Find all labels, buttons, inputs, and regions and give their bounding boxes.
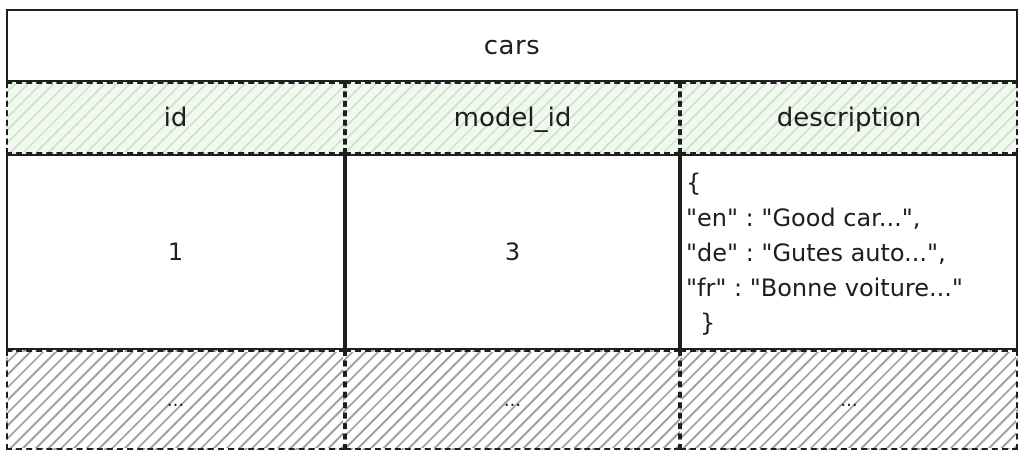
placeholder-cell-id: ... <box>6 350 345 450</box>
column-header-model-id: model_id <box>345 82 680 154</box>
ellipsis-text: ... <box>840 389 858 411</box>
json-line-en: "en" : "Good car...", <box>686 204 921 232</box>
row-id-cell: 1 <box>6 154 345 350</box>
description-json: { "en" : "Good car...", "de" : "Gutes au… <box>686 166 963 341</box>
row-description-cell: { "en" : "Good car...", "de" : "Gutes au… <box>680 154 1018 350</box>
column-header-id: id <box>6 82 345 154</box>
cell-value: 1 <box>167 238 184 266</box>
placeholder-cell-description: ... <box>680 350 1018 450</box>
json-close-brace: } <box>700 309 716 337</box>
table-title: cars <box>6 9 1018 82</box>
column-header-label: id <box>163 103 188 133</box>
json-line-fr: "fr" : "Bonne voiture..." <box>686 274 963 302</box>
table-title-label: cars <box>483 30 541 61</box>
json-line-de: "de" : "Gutes auto...", <box>686 239 946 267</box>
row-model-id-cell: 3 <box>345 154 680 350</box>
cell-value: 3 <box>504 238 521 266</box>
ellipsis-text: ... <box>503 389 522 411</box>
placeholder-cell-model-id: ... <box>345 350 680 450</box>
ellipsis-text: ... <box>166 389 185 411</box>
column-header-description: description <box>680 82 1018 154</box>
json-open-brace: { <box>686 169 702 197</box>
column-header-label: description <box>776 103 922 133</box>
column-header-label: model_id <box>453 103 572 133</box>
